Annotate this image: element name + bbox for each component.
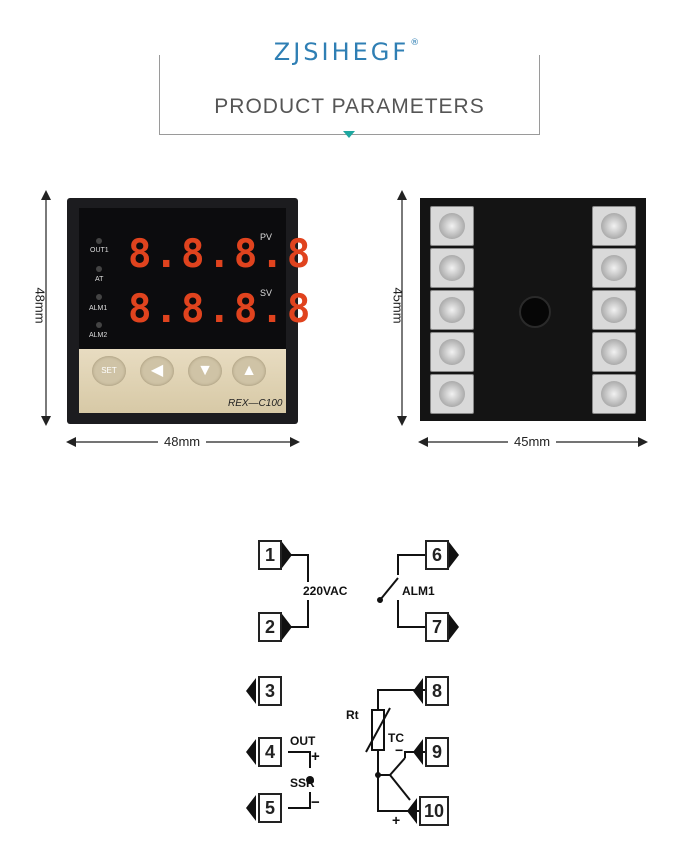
terminal-7: 7	[425, 612, 449, 642]
pv-label: PV	[260, 232, 273, 242]
terminal-screw-icon	[430, 374, 474, 414]
terminal-5: 5	[258, 793, 282, 823]
tc-label: TC	[388, 731, 404, 745]
alarm-label: ALM1	[402, 584, 435, 598]
terminal-4: 4	[258, 737, 282, 767]
terminal-1: 1	[258, 540, 282, 570]
indicator-out1: OUT1	[90, 247, 109, 254]
front-width-label: 48mm	[158, 434, 207, 449]
terminal-9: 9	[425, 737, 449, 767]
sv-label: SV	[260, 288, 273, 298]
ssr-plus: +	[311, 748, 320, 765]
front-height-arrow	[41, 190, 51, 426]
back-width-label: 45mm	[508, 434, 557, 449]
terminal-arrow-tabs	[246, 542, 459, 824]
front-height-label: 48mm	[32, 287, 48, 324]
triangle-marker-icon	[343, 131, 355, 138]
alm1-led-icon	[96, 294, 102, 300]
back-height-label: 45mm	[390, 287, 406, 324]
rt-label: Rt	[346, 708, 359, 722]
terminal-screw-icon	[592, 332, 636, 372]
terminal-screw-icon	[592, 290, 636, 330]
up-key-icon[interactable]: ▲	[232, 356, 266, 386]
terminal-8: 8	[425, 676, 449, 706]
terminal-2: 2	[258, 612, 282, 642]
terminal-screw-icon	[592, 374, 636, 414]
tc-minus: −	[395, 742, 404, 758]
out-label: OUT	[290, 734, 316, 748]
mount-hole-icon	[519, 296, 551, 328]
page-subtitle: PRODUCT PARAMETERS	[214, 95, 485, 118]
back-height-arrow	[397, 190, 407, 426]
tc-plus: +	[392, 812, 401, 828]
terminal-screw-icon	[430, 248, 474, 288]
ssr-minus: −	[311, 794, 320, 811]
sv-display: 8.8.8.8	[128, 287, 314, 332]
terminal-3: 3	[258, 676, 282, 706]
at-led-icon	[96, 266, 102, 272]
down-key-icon[interactable]: ▼	[188, 356, 222, 386]
terminal-screw-icon	[430, 206, 474, 246]
ssr-label: SSR	[290, 776, 315, 790]
terminal-screw-icon	[592, 248, 636, 288]
terminal-screw-icon	[430, 290, 474, 330]
set-key[interactable]: SET	[92, 356, 126, 386]
shift-key-icon[interactable]: ◀	[140, 356, 174, 386]
terminal-6: 6	[425, 540, 449, 570]
terminal-screw-icon	[430, 332, 474, 372]
terminal-10: 10	[419, 796, 449, 826]
out1-led-icon	[96, 238, 102, 244]
brand-logo: ZJSIHEGF®	[273, 38, 423, 66]
terminal-screw-icon	[592, 206, 636, 246]
alm2-led-icon	[96, 322, 102, 328]
model-label: REX—C100	[228, 398, 283, 409]
indicator-at: AT	[95, 276, 104, 283]
indicator-alm1: ALM1	[89, 305, 108, 312]
power-label: 220VAC	[303, 584, 348, 598]
pv-display: 8.8.8.8	[128, 232, 314, 277]
indicator-alm2: ALM2	[89, 332, 108, 339]
wiring-lines	[288, 554, 425, 812]
